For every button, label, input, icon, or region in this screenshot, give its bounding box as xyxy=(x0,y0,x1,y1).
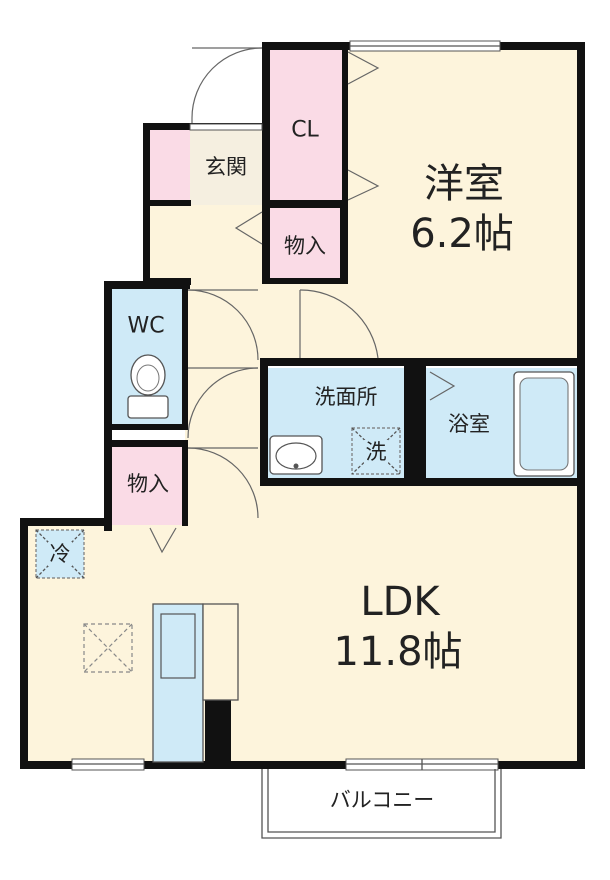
ldk-size: 11.8帖 xyxy=(333,629,462,675)
washer-label: 洗 xyxy=(366,440,387,464)
bathroom-label: 浴室 xyxy=(448,412,490,436)
storage-left-floor xyxy=(112,447,185,525)
dining-space-marker xyxy=(83,623,133,673)
bathtub-icon xyxy=(513,371,575,477)
hall-floor-mid xyxy=(264,285,374,363)
storage-top-label: 物入 xyxy=(284,234,326,258)
entrance-label: 玄関 xyxy=(205,155,247,179)
wc-label: WC xyxy=(127,314,164,339)
western-room-size: 6.2帖 xyxy=(410,211,514,257)
kitchen-counter xyxy=(152,603,239,763)
balcony xyxy=(261,769,502,839)
storage-top-floor xyxy=(270,208,342,278)
door-swings xyxy=(149,47,456,554)
washbasin-icon xyxy=(269,435,323,475)
ldk-floor xyxy=(26,525,582,763)
entrance-step xyxy=(190,130,264,205)
window-entrance xyxy=(189,123,263,131)
western-room-name: 洋室 xyxy=(424,161,504,207)
ldk-name: LDK xyxy=(360,579,441,625)
toilet-icon xyxy=(127,354,169,419)
balcony-label: バルコニー xyxy=(330,788,435,812)
room-labels: 洋室 6.2帖 CL 玄関 物入 WC 洗面所 浴室 物入 LDK 11.8帖 … xyxy=(50,118,514,813)
ldk-floor-upper xyxy=(185,483,582,525)
entrance-floor xyxy=(150,130,190,200)
windows xyxy=(71,40,501,771)
fixtures xyxy=(35,354,575,763)
fridge-label: 冷 xyxy=(50,542,71,566)
closet-label: CL xyxy=(291,118,319,143)
washroom-label: 洗面所 xyxy=(315,385,378,409)
closet-floor xyxy=(270,45,342,203)
hall-floor xyxy=(148,205,264,285)
storage-left-label: 物入 xyxy=(127,472,169,496)
